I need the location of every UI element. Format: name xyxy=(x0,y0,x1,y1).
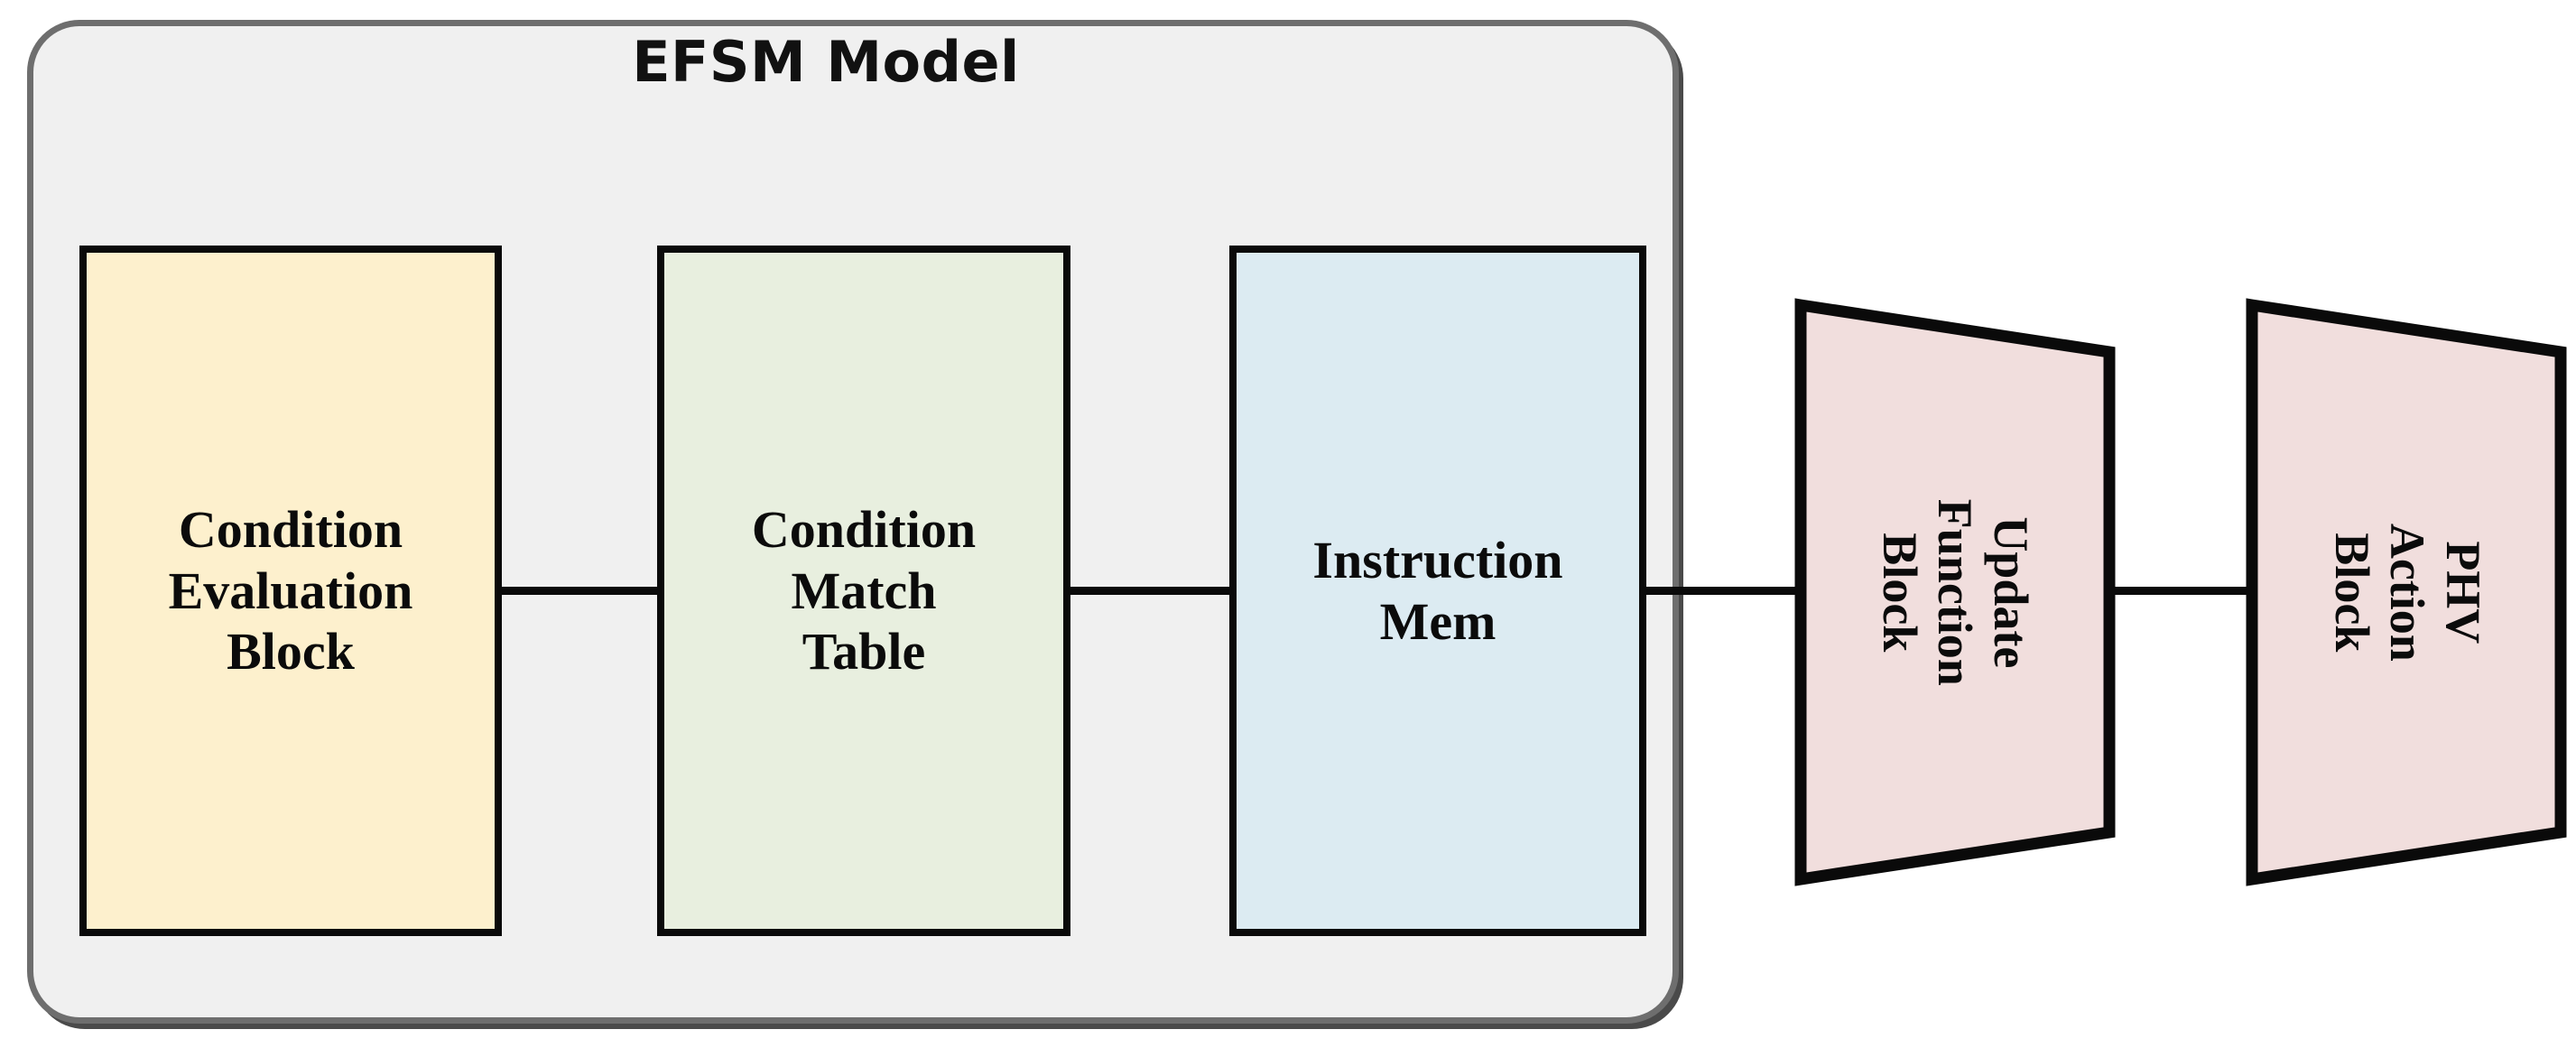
phv-action-block[interactable]: PHV Action Block xyxy=(2244,294,2569,890)
condition-match-table-label: Condition Match Table xyxy=(751,499,977,682)
update-function-block[interactable]: Update Function Block xyxy=(1793,294,2117,890)
connector-condition-evaluation-to-condition-match xyxy=(495,587,664,595)
update-function-block-shape xyxy=(1794,298,2116,886)
connector-condition-match-to-instruction-mem xyxy=(1063,587,1237,595)
connector-update-function-to-phv-action xyxy=(2107,587,2251,595)
connector-instruction-mem-to-update-function xyxy=(1634,587,1802,595)
condition-match-table[interactable]: Condition Match Table xyxy=(657,246,1070,936)
instruction-mem-block[interactable]: Instruction Mem xyxy=(1229,246,1646,936)
efsm-model-title: EFSM Model xyxy=(632,29,1020,95)
instruction-mem-label: Instruction Mem xyxy=(1312,530,1563,651)
phv-action-block-shape xyxy=(2246,298,2567,886)
condition-evaluation-block[interactable]: Condition Evaluation Block xyxy=(79,246,502,936)
condition-evaluation-block-label: Condition Evaluation Block xyxy=(168,499,413,682)
